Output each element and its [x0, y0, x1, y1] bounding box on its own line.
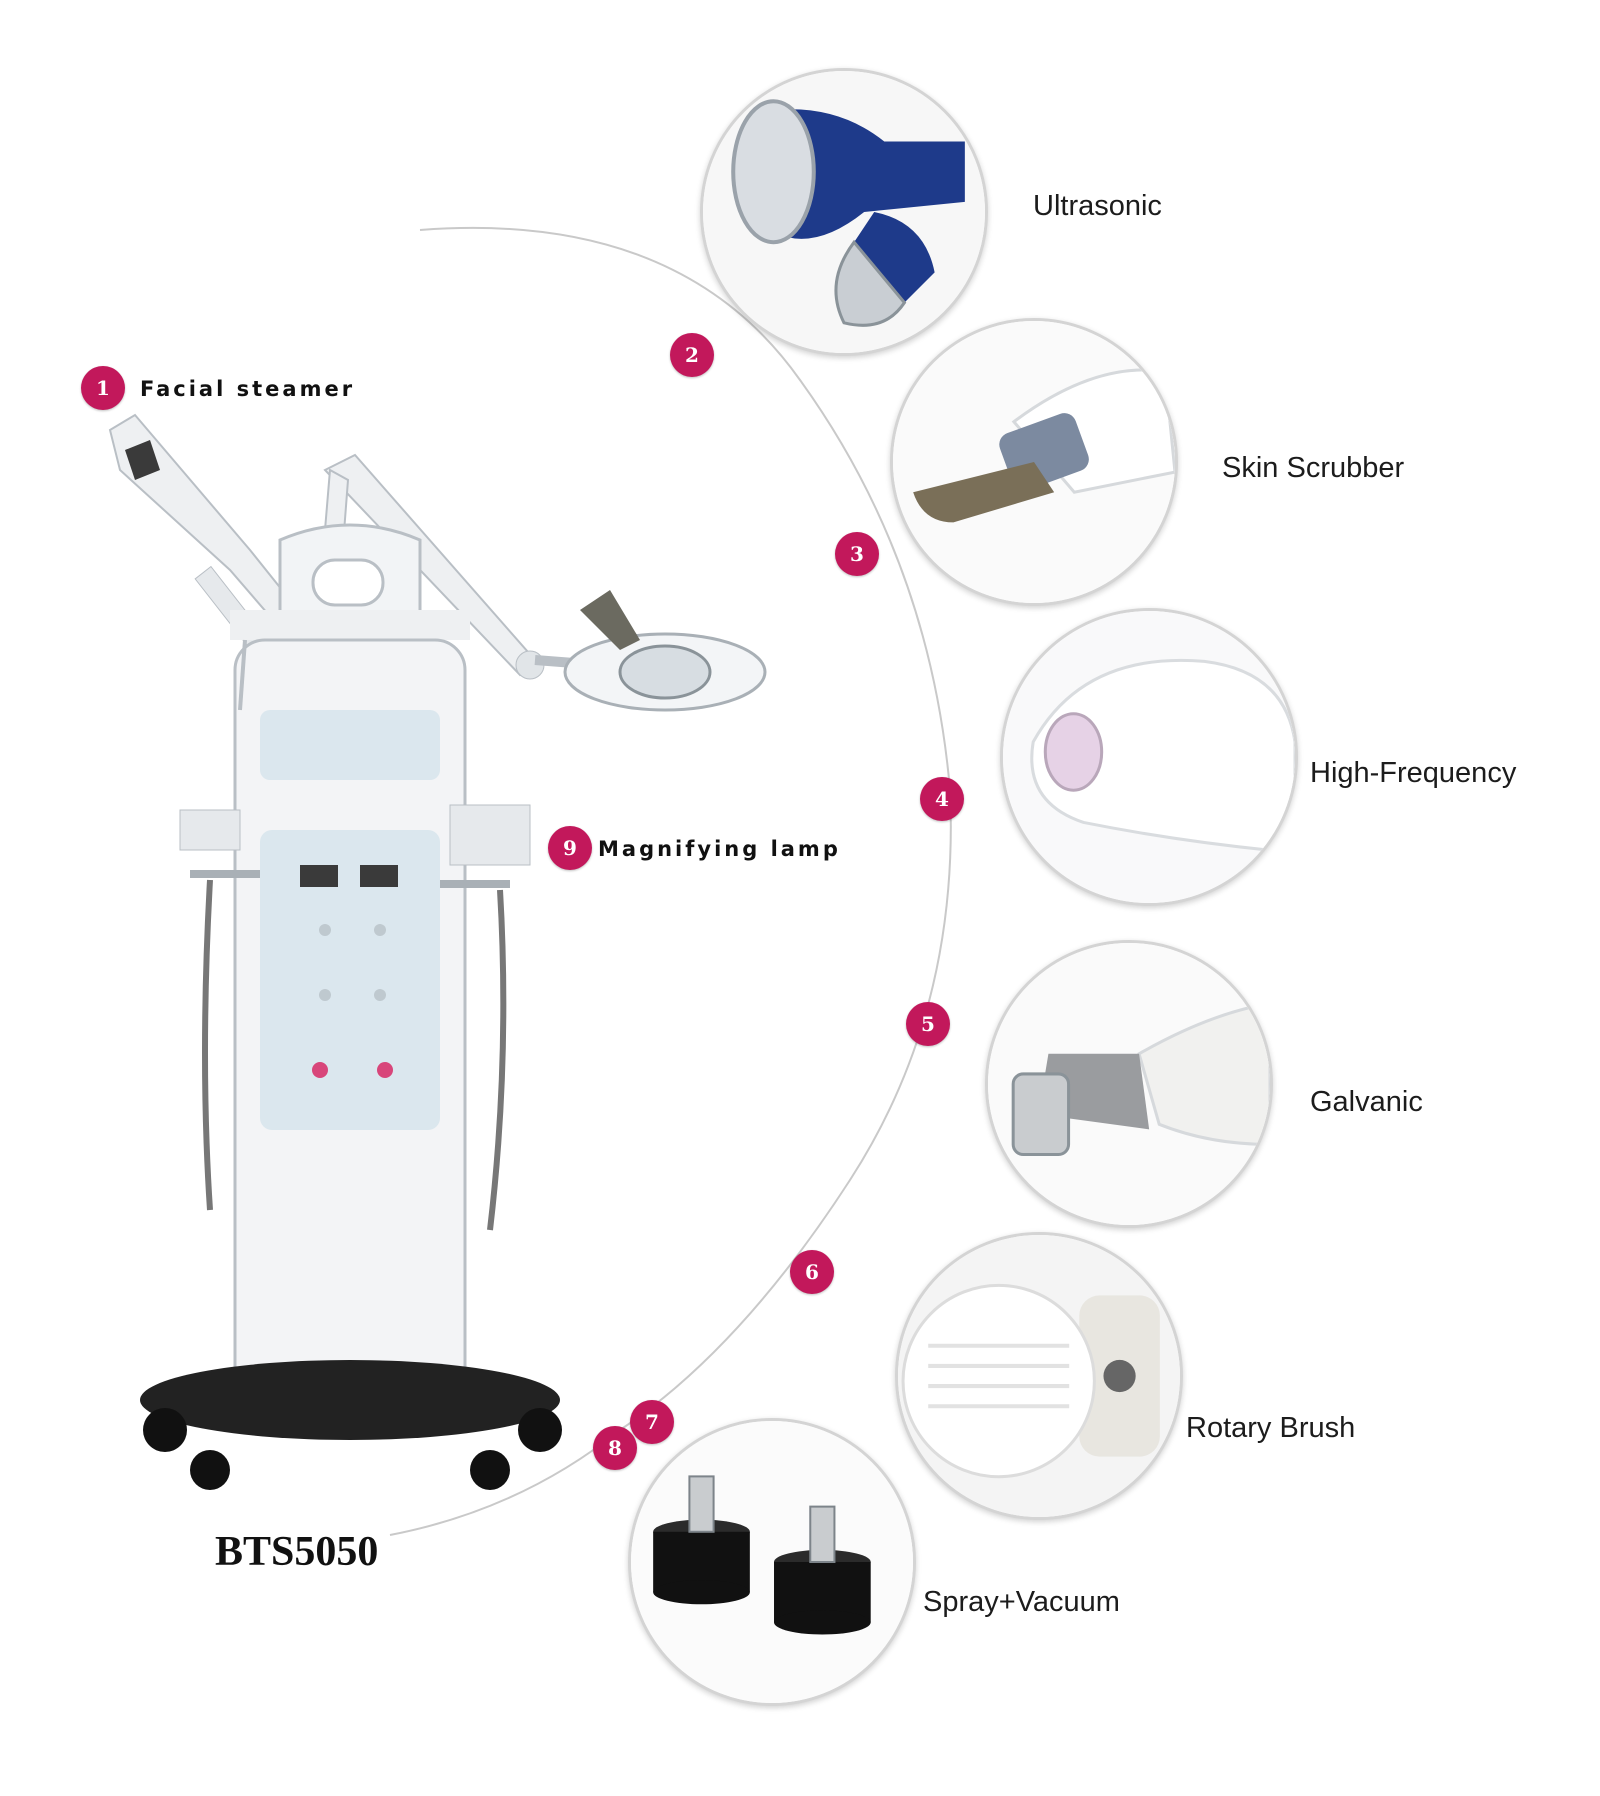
- label-magnifying-lamp: Magnifying lamp: [598, 837, 841, 861]
- rotary-brush-circle: [895, 1232, 1183, 1520]
- ultrasonic-circle: [700, 68, 988, 356]
- attachment-label-skin-scrubber: Skin Scrubber: [1222, 452, 1405, 484]
- galvanic-roller-icon: [988, 943, 1270, 1225]
- galvanic-circle: [985, 940, 1273, 1228]
- badge-7: 7: [630, 1400, 674, 1444]
- attachment-label-high-frequency: High-Frequency: [1310, 757, 1517, 789]
- badge-6: 6: [790, 1250, 834, 1294]
- badge-9: 9: [548, 826, 592, 870]
- badge-8: 8: [593, 1426, 637, 1470]
- attachment-label-ultrasonic: Ultrasonic: [1033, 190, 1162, 222]
- spray-vacuum-circle: [628, 1418, 916, 1706]
- facial-machine-illustration: [108, 413, 767, 1490]
- badge-4: 4: [920, 777, 964, 821]
- attachment-label-rotary-brush: Rotary Brush: [1186, 1412, 1356, 1444]
- attachment-label-galvanic: Galvanic: [1310, 1086, 1423, 1118]
- rotary-brush-icon: [898, 1235, 1180, 1517]
- badge-2: 2: [670, 333, 714, 377]
- badge-5: 5: [906, 1002, 950, 1046]
- spray-vacuum-nozzle-icon: [631, 1421, 913, 1703]
- badge-3: 3: [835, 532, 879, 576]
- ultrasonic-probe-icon: [703, 71, 985, 353]
- high-frequency-circle: [1000, 608, 1298, 906]
- skin-scrubber-icon: [893, 321, 1175, 603]
- machine-tower: [140, 523, 562, 1490]
- label-facial-steamer: Facial steamer: [140, 377, 356, 401]
- high-frequency-electrode-icon: [1003, 611, 1295, 903]
- attachment-label-spray-vacuum: Spray+Vacuum: [923, 1586, 1120, 1618]
- badge-1: 1: [81, 366, 125, 410]
- model-name: BTS5050: [215, 1529, 379, 1575]
- skin-scrubber-circle: [890, 318, 1178, 606]
